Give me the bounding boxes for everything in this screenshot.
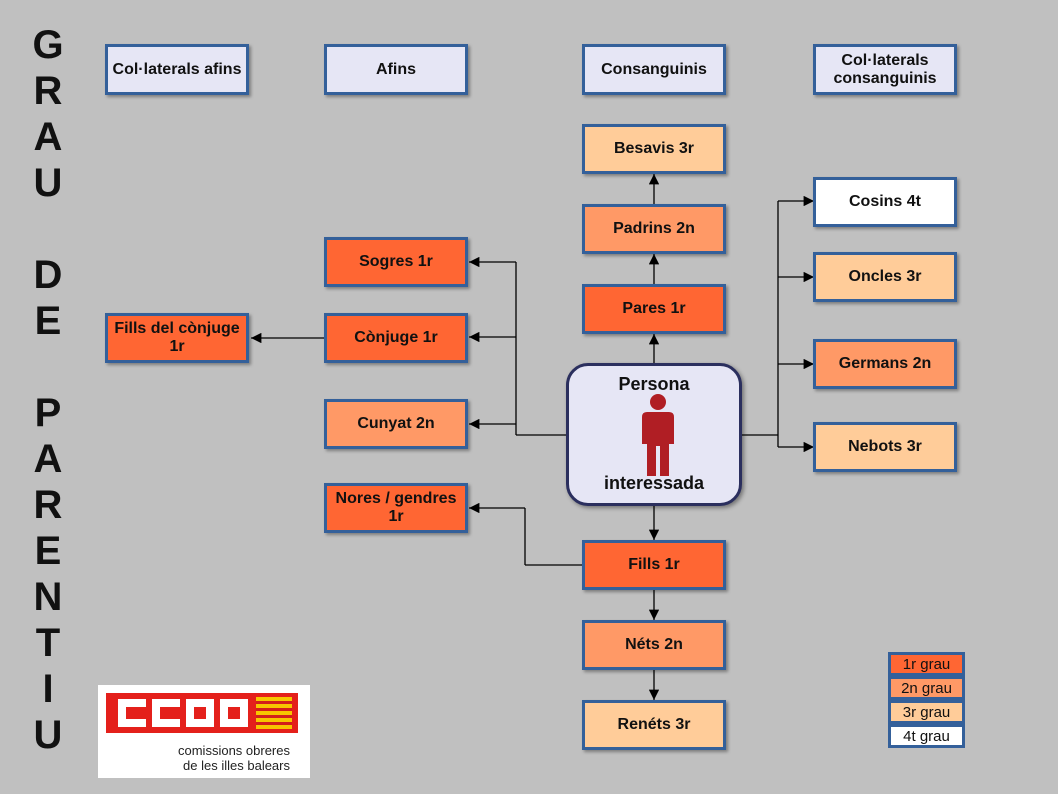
header-collaterals-consanguinis: Col·laterals consanguinis — [813, 44, 957, 95]
node-nebots: Nebots 3r — [813, 422, 957, 472]
logo-text: comissions obreres de les illes balears — [98, 743, 290, 773]
node-besavis: Besavis 3r — [582, 124, 726, 174]
node-oncles: Oncles 3r — [813, 252, 957, 302]
person-icon — [642, 394, 674, 476]
title-letter: R — [33, 69, 63, 113]
title-letter: P — [34, 391, 62, 435]
title-letter: E — [34, 529, 62, 573]
person-interessada: Persona interessada — [566, 363, 742, 506]
node-padrins: Padrins 2n — [582, 204, 726, 254]
node-conjuge: Cònjuge 1r — [324, 313, 468, 363]
logo-red-bar — [106, 693, 298, 733]
vertical-title: G R A U D E P A R E N T I U — [18, 22, 78, 758]
header-collaterals-afins: Col·laterals afins — [105, 44, 249, 95]
logo-line-2: de les illes balears — [183, 758, 290, 773]
title-letter: E — [34, 299, 62, 343]
node-sogres: Sogres 1r — [324, 237, 468, 287]
legend-grau-1: 1r grau — [888, 652, 965, 676]
node-renets: Renéts 3r — [582, 700, 726, 750]
title-letter: I — [42, 667, 54, 711]
title-letter: T — [35, 621, 61, 665]
legend-grau-2: 2n grau — [888, 676, 965, 700]
node-pares: Pares 1r — [582, 284, 726, 334]
header-afins: Afins — [324, 44, 468, 95]
ccoo-letters-icon — [118, 697, 292, 729]
node-germans: Germans 2n — [813, 339, 957, 389]
node-fills-conjuge: Fills del cònjuge 1r — [105, 313, 249, 363]
node-cosins: Cosins 4t — [813, 177, 957, 227]
title-letter: A — [33, 115, 63, 159]
header-consanguinis: Consanguinis — [582, 44, 726, 95]
legend-grau-4: 4t grau — [888, 724, 965, 748]
title-letter: R — [33, 483, 63, 527]
person-label-bottom: interessada — [603, 473, 705, 493]
node-cunyat: Cunyat 2n — [324, 399, 468, 449]
legend-grau-3: 3r grau — [888, 700, 965, 724]
ccoo-logo: comissions obreres de les illes balears — [98, 685, 310, 778]
title-letter: N — [33, 575, 63, 619]
title-letter: U — [33, 713, 63, 757]
node-fills: Fills 1r — [582, 540, 726, 590]
title-letter: A — [33, 437, 63, 481]
senyera-flag-icon — [256, 697, 292, 729]
title-letter: U — [33, 161, 63, 205]
node-nets: Néts 2n — [582, 620, 726, 670]
person-label-top: Persona — [618, 374, 690, 394]
title-letter: D — [33, 253, 63, 297]
logo-line-1: comissions obreres — [178, 743, 290, 758]
node-nores-gendres: Nores / gendres 1r — [324, 483, 468, 533]
title-letter: G — [32, 23, 64, 67]
